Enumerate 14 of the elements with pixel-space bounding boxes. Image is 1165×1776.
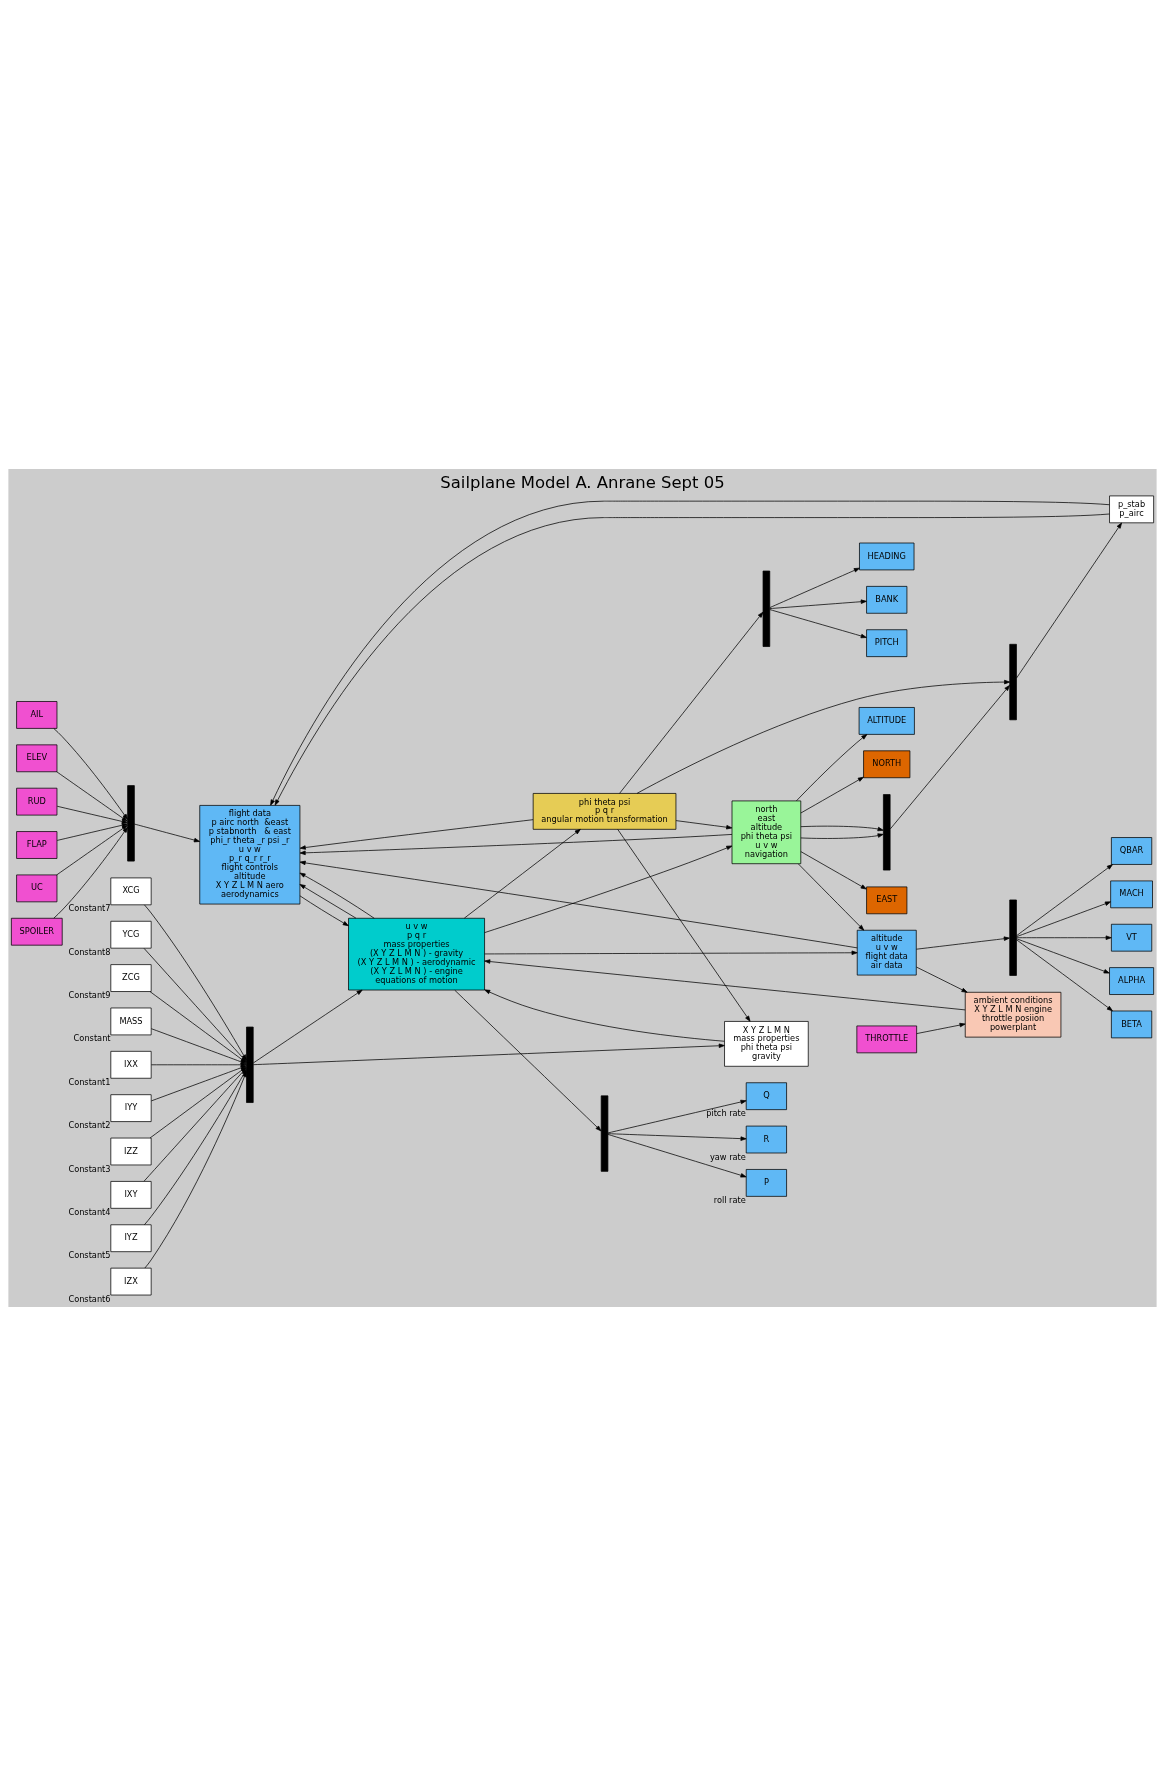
node-label: pitch rate <box>706 1108 746 1119</box>
diagram-title: Sailplane Model A. Anrane Sept 05 <box>440 473 725 493</box>
node-label: Constant3 <box>68 1163 111 1174</box>
node-label: Constant1 <box>68 1076 111 1087</box>
node-label: yaw rate <box>709 1151 746 1162</box>
node-label: roll rate <box>713 1194 746 1205</box>
node-label: Constant2 <box>68 1120 111 1131</box>
node-label: Constant6 <box>68 1293 111 1304</box>
node-label: Constant9 <box>68 990 111 1001</box>
node-label: Constant <box>73 1033 111 1044</box>
node-label: Constant4 <box>68 1206 111 1217</box>
node-label: Constant7 <box>68 903 111 914</box>
node-label: Constant8 <box>68 946 111 957</box>
node-label: Constant5 <box>68 1250 111 1261</box>
